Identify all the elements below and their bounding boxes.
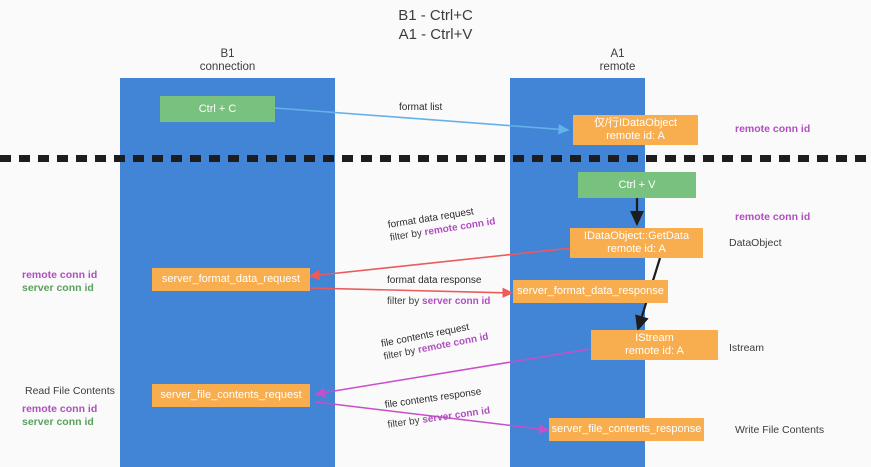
edge-label-format-list: format list <box>399 102 443 113</box>
box-ctrl-c-label: Ctrl + C <box>198 102 237 115</box>
edge-label-file-contents-response-highlight: server conn id <box>421 405 491 426</box>
box-ctrl-v-label: Ctrl + V <box>618 178 656 191</box>
column-header-b1: B1 connection <box>150 48 305 74</box>
edge-label-file-contents-request: file contents request filter by remote c… <box>380 318 490 364</box>
box-server-format-data-request-label: server_format_data_request <box>161 273 301 285</box>
column-header-b1-role: connection <box>199 61 256 73</box>
annotation-right-remote-conn-id-mid: remote conn id <box>735 211 811 223</box>
column-header-a1-role: remote <box>599 61 636 73</box>
box-istream-line-1: IStream <box>635 332 674 344</box>
edge-label-format-data-request-prefix: filter by <box>389 227 426 244</box>
box-getdata-line-2: remote id: A <box>607 243 666 255</box>
box-server-file-contents-request-label: server_file_contents_request <box>160 389 302 401</box>
box-idataobject-line-2: remote id: A <box>606 130 665 142</box>
annotation-left-server-conn-id-bottom: server conn id <box>22 416 94 428</box>
edge-label-format-data-response-line-1: format data response <box>387 275 482 286</box>
edge-label-file-contents-response-prefix: filter by <box>386 414 424 431</box>
box-ctrl-c[interactable]: Ctrl + C <box>160 96 275 122</box>
diagram-title-line-1: B1 - Ctrl+C <box>398 7 473 24</box>
box-idataobject-getdata[interactable]: IDataObject::GetData remote id: A <box>570 228 703 258</box>
annotation-left-server-conn-id-mid: server conn id <box>22 282 94 294</box>
box-server-file-contents-response[interactable]: server_file_contents_response <box>549 418 704 441</box>
annotation-right-remote-conn-id-top: remote conn id <box>735 123 811 135</box>
annotation-right-istream: Istream <box>729 342 765 354</box>
box-server-file-contents-request[interactable]: server_file_contents_request <box>152 384 310 407</box>
diagram-title-line-2: A1 - Ctrl+V <box>398 26 473 43</box>
column-header-b1-name: B1 <box>220 48 235 60</box>
column-header-a1: A1 remote <box>540 48 695 74</box>
edge-label-format-data-response-highlight: server conn id <box>422 296 491 307</box>
edge-label-format-data-response-line-2: filter by server conn id <box>387 295 490 308</box>
diagram-title: B1 - Ctrl+C A1 - Ctrl+V <box>0 6 871 44</box>
box-getdata-line-1: IDataObject::GetData <box>583 230 690 242</box>
edge-label-file-contents-response: file contents response filter by server … <box>384 385 491 432</box>
edge-label-format-data-request: format data request filter by remote con… <box>387 202 496 244</box>
annotation-right-write-file-contents: Write File Contents <box>735 424 825 436</box>
box-server-format-data-response-label: server_format_data_response <box>517 285 664 297</box>
column-header-a1-name: A1 <box>610 48 625 60</box>
phase-divider <box>0 155 871 162</box>
annotation-left-read-file-contents: Read File Contents <box>25 385 115 397</box>
box-istream-line-2: remote id: A <box>625 345 684 357</box>
annotation-right-dataobject: DataObject <box>729 237 782 249</box>
box-istream[interactable]: IStream remote id: A <box>591 330 718 360</box>
annotation-left-remote-conn-id-mid: remote conn id <box>22 269 98 281</box>
box-idataobject[interactable]: 仅/行IDataObject remote id: A <box>573 115 698 145</box>
annotation-left-remote-conn-id-bottom: remote conn id <box>22 403 98 415</box>
box-idataobject-line-1: 仅/行IDataObject <box>593 117 678 129</box>
box-server-format-data-response[interactable]: server_format_data_response <box>513 280 668 303</box>
edge-label-format-data-response: format data response filter by server co… <box>387 274 490 308</box>
box-server-format-data-request[interactable]: server_format_data_request <box>152 268 310 291</box>
box-server-file-contents-response-label: server_file_contents_response <box>551 423 702 435</box>
box-ctrl-v[interactable]: Ctrl + V <box>578 172 696 198</box>
edge-label-format-data-response-prefix: filter by <box>387 296 423 307</box>
